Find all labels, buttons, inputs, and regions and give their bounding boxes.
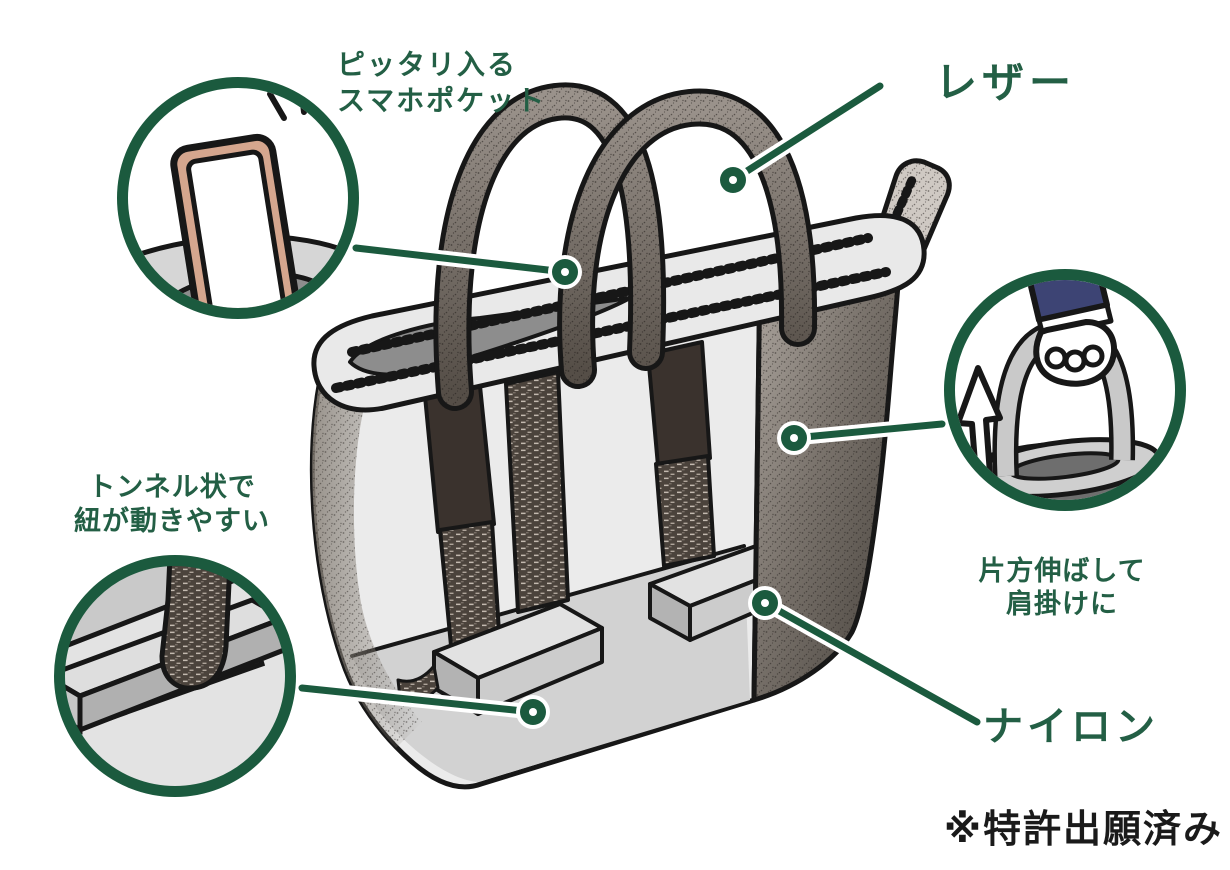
up-arrow-icon [955,365,1003,479]
bag-handle-right [557,88,818,389]
anchor-shoulder [777,421,811,455]
connector-nylon [757,595,985,730]
label-tunnel-line1: トンネル状で [88,472,255,502]
connector-tunnel [294,680,541,720]
connector-shoulder [786,416,950,446]
front-strap-webbing-right [654,454,716,568]
label-phone-pocket-line2: スマホポケット [337,85,546,116]
callout-connectors [294,78,985,730]
label-phone-pocket-line1: ピッタリ入る [337,49,517,80]
patent-note: ※特許出願済み [944,809,1223,851]
anchor-phone-pocket [548,255,582,289]
label-shoulder-line1: 片方伸ばして [978,555,1145,586]
label-nylon: ナイロン [983,705,1159,749]
shoulder-carry-detail-circle [944,269,1186,511]
webbing-strap-2 [504,370,570,614]
webbing-strap-illustration [159,564,233,691]
fingers [1044,344,1105,373]
label-leather: レザー [935,59,1076,106]
connector-leather [725,78,888,188]
smartphone-illustration [170,133,304,308]
anchor-tunnel [516,695,550,729]
connector-phone-pocket [348,240,573,280]
strap-tunnel-detail-circle [54,555,296,797]
tote-bag-illustration [309,82,952,790]
anchor-nylon [748,586,782,620]
callout-anchor-dots [516,163,811,729]
label-tunnel-line2: 紐が動きやすい [74,505,270,536]
anchor-leather [716,163,750,197]
label-shoulder-line2: 肩掛けに [1006,588,1118,619]
